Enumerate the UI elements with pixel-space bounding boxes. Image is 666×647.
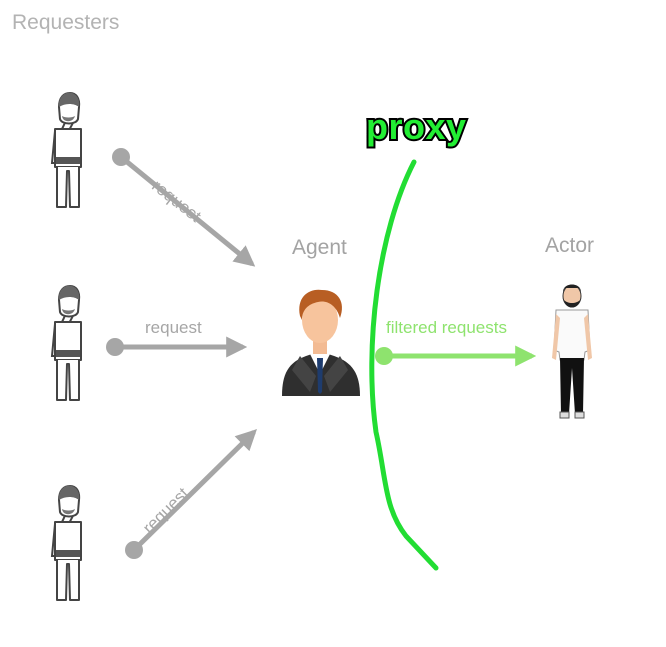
request-arrow-1 [112,148,256,267]
requester-icon-2 [51,284,82,401]
proxy-label: proxy [364,104,468,149]
request-arrow-3 [125,429,257,559]
filtered-requests-label: filtered requests [386,318,507,337]
agent-label: Agent [292,236,347,259]
filtered-requests-arrow [375,345,537,367]
proxy-boundary-line [369,159,439,571]
businessman-icon [282,289,360,396]
requester-icon-3 [51,484,82,601]
man-icon [552,284,592,419]
request-arrow-2 [106,336,248,358]
requester-icon-1 [51,91,82,208]
requesters-title: Requesters [12,11,120,34]
actor-label: Actor [545,234,595,257]
request-label-middle: request [145,318,202,337]
